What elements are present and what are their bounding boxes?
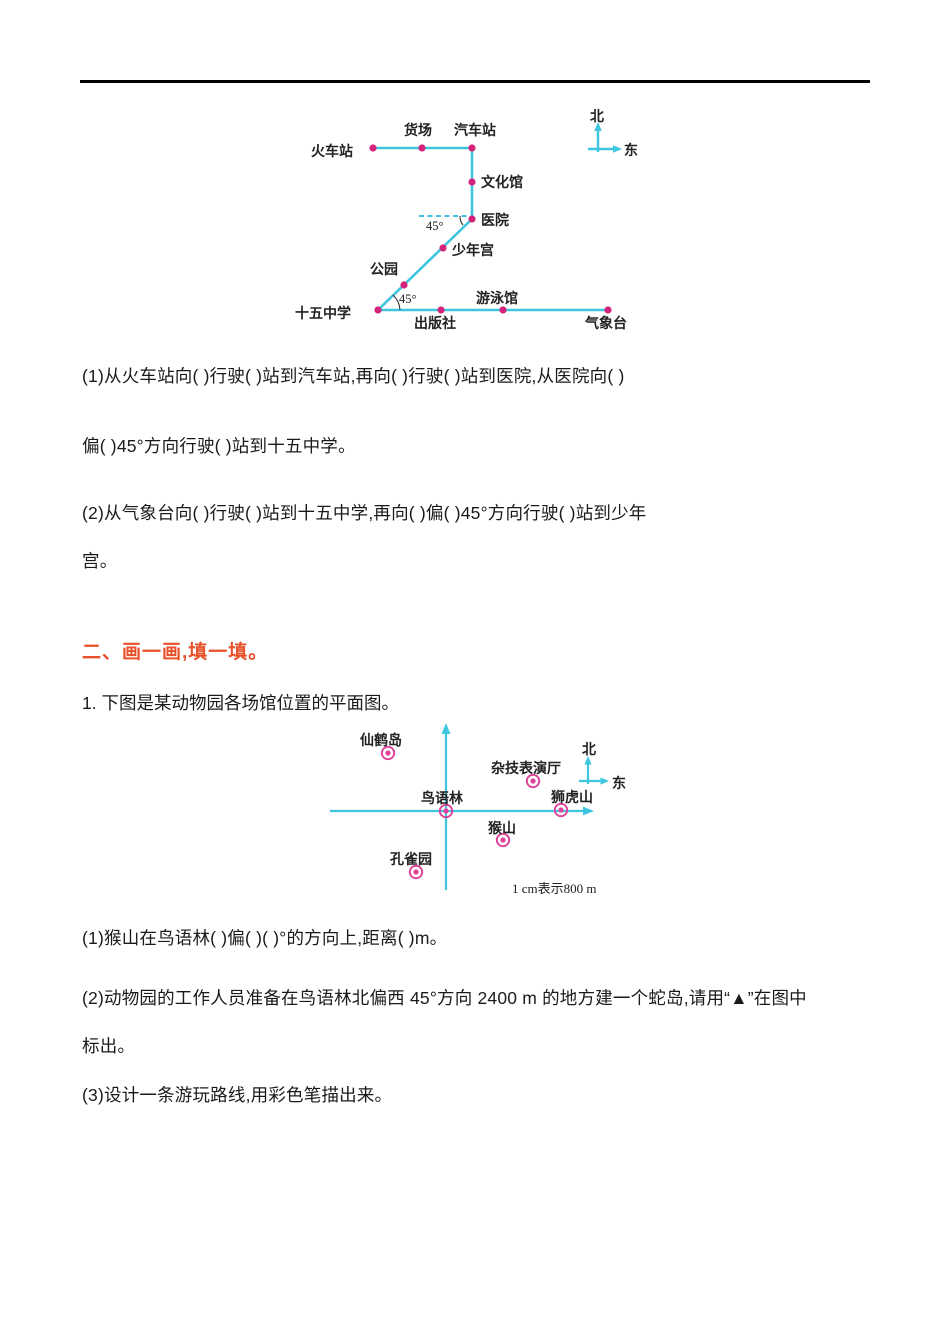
label-monkey-mountain: 猴山 [488,822,516,837]
transport-route-figure: 火车站 货场 汽车站 文化馆 医院 少年宫 公园 十五中学 出版社 游泳馆 气象… [0,0,950,350]
compass-rose-2 [579,756,609,785]
compass-east-label-2: 东 [612,777,626,792]
marker-peacock-garden [408,864,424,880]
marker-acrobatics-hall [525,773,541,789]
compass-east-label-1: 东 [624,144,638,159]
question-2-line-1: (2)从气象台向( )行驶( )站到十五中学,再向( )偏( )45°方向行驶(… [82,503,647,523]
node-train-station [369,144,377,152]
node-freight-yard [418,144,426,152]
label-hospital: 医院 [481,214,509,229]
label-weather-station: 气象台 [585,317,627,332]
zoo-axis-east-arrow [583,806,594,816]
label-peacock-garden: 孔雀园 [390,853,432,868]
label-youth-palace: 少年宫 [452,244,494,259]
item-1-prompt: 1. 下图是某动物园各场馆位置的平面图。 [82,693,399,713]
label-acrobatics-hall: 杂技表演厅 [491,762,561,777]
hospital-angle-arc [459,215,464,226]
label-park: 公园 [370,263,398,278]
zoo-marker-group [380,745,569,880]
question-1-line-2: 偏( )45°方向行驶( )站到十五中学。 [82,436,356,456]
node-publishing-house [437,306,445,314]
header-divider [80,80,870,83]
label-train-station: 火车站 [311,145,353,160]
node-park [400,281,408,289]
node-no15-middle-school [374,306,382,314]
zoo-plan-svg [330,723,609,890]
node-hospital [468,215,476,223]
node-swimming-pool [499,306,507,314]
marker-monkey-mountain [495,832,511,848]
label-lion-tiger-mountain: 狮虎山 [551,791,593,806]
label-freight-yard: 货场 [404,124,432,139]
label-bus-station: 汽车站 [454,124,496,139]
marker-bird-forest [438,803,454,819]
zoo-question-2-line-1: (2)动物园的工作人员准备在鸟语林北偏西 45°方向 2400 m 的地方建一个… [82,988,807,1008]
compass-north-label-1: 北 [590,110,604,125]
zoo-question-1: (1)猴山在鸟语林( )偏( )( )°的方向上,距离( )m。 [82,928,448,948]
label-publishing-house: 出版社 [414,317,456,332]
school-angle-arc [392,294,401,311]
route-path-north-segment [373,146,474,311]
label-swimming-pool: 游泳馆 [476,292,518,307]
compass-rose-1 [588,122,622,153]
label-culture-hall: 文化馆 [481,176,523,191]
node-weather-station [604,306,612,314]
zoo-axis-north-arrow [441,723,451,734]
node-bus-station [468,144,476,152]
route-node-group [369,144,612,314]
marker-lion-tiger-mountain [553,802,569,818]
label-hospital-angle: 45° [426,219,444,233]
zoo-scale-note: 1 cm表示800 m [512,881,597,896]
label-crane-island: 仙鹤岛 [360,734,402,749]
zoo-question-3: (3)设计一条游玩路线,用彩色笔描出来。 [82,1085,393,1105]
section-2-heading-period: 。 [248,642,269,663]
node-youth-palace [439,244,447,252]
section-2-heading: 二、画一画,填一填。 [82,637,268,664]
compass-north-label-2: 北 [582,743,596,758]
question-1-line-1: (1)从火车站向( )行驶( )站到汽车站,再向( )行驶( )站到医院,从医院… [82,366,625,386]
node-culture-hall [468,178,476,186]
zoo-plan-figure: 仙鹤岛 杂技表演厅 狮虎山 鸟语林 猴山 孔雀园 北 东 1 cm表示800 m [0,700,950,915]
label-bird-forest: 鸟语林 [421,792,463,807]
section-2-heading-text: 二、画一画,填一填 [82,642,249,663]
label-no15-middle-school: 十五中学 [295,307,351,322]
marker-crane-island [380,745,396,761]
transport-route-svg [369,122,622,314]
question-2-line-2: 宫。 [82,551,118,571]
label-school-angle: 45° [399,292,417,306]
zoo-question-2-line-2: 标出。 [82,1036,136,1056]
